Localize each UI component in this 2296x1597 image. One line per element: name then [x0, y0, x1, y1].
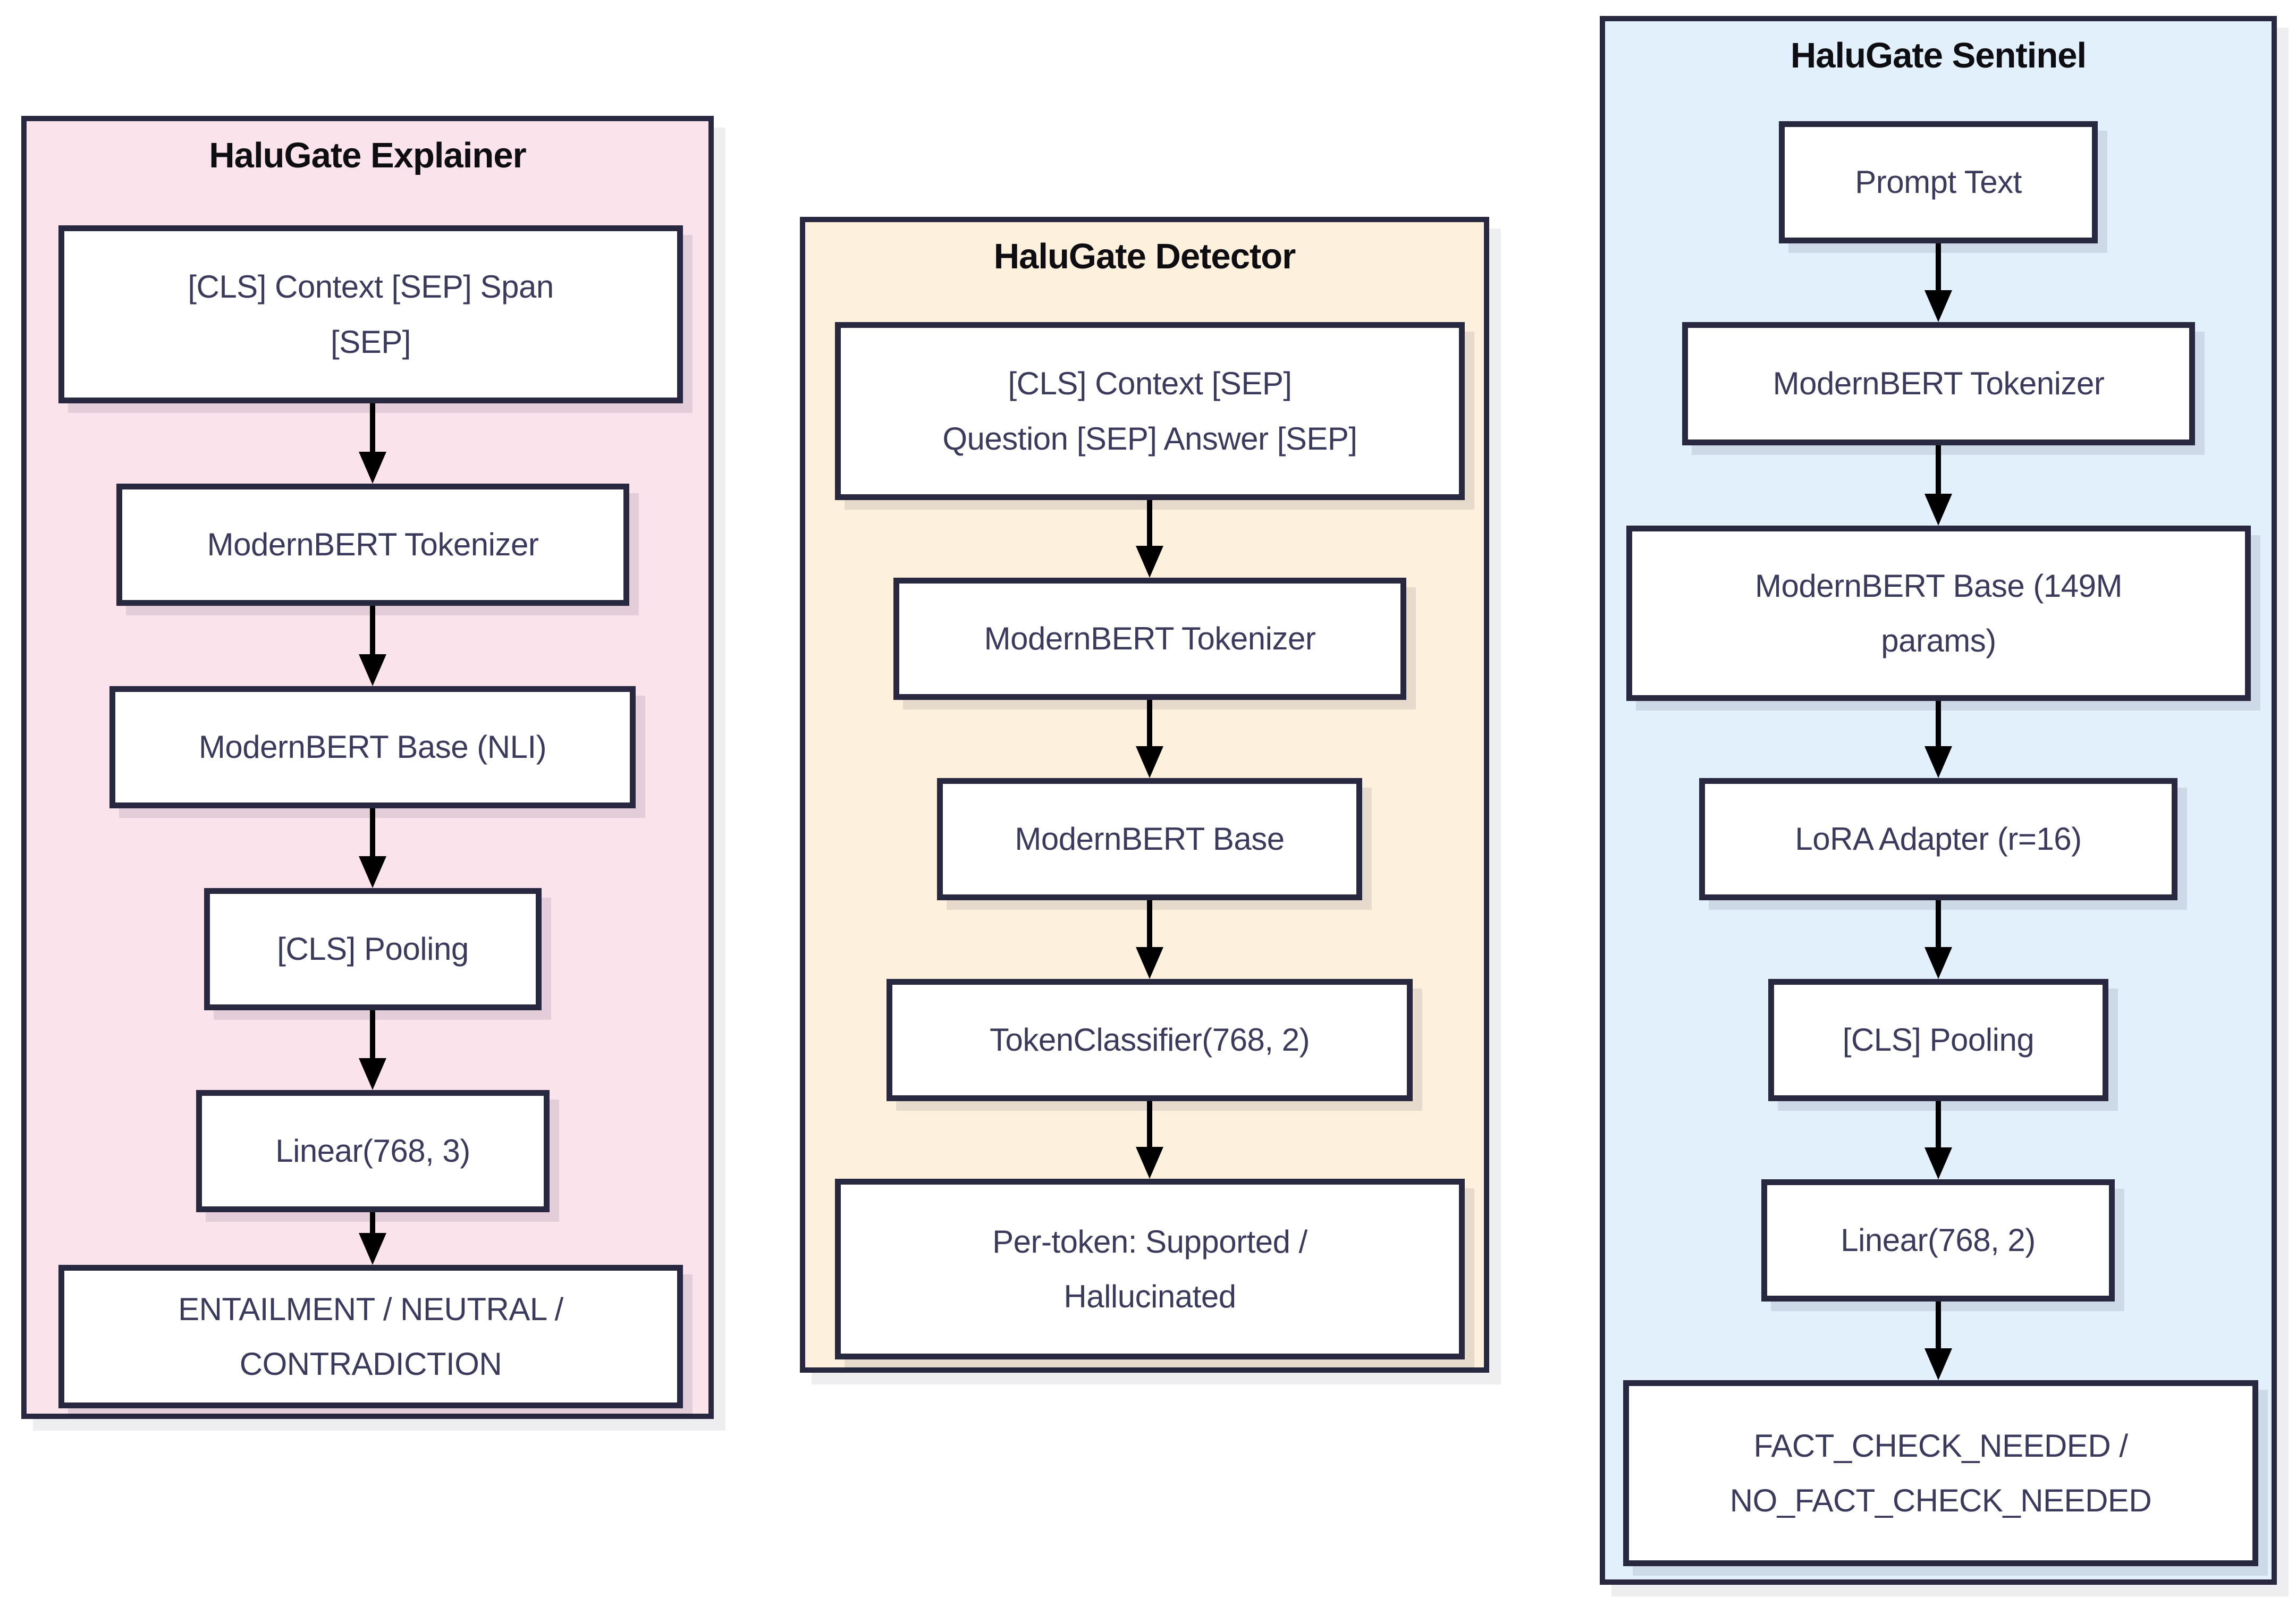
arrow-line [370, 808, 375, 856]
arrow-line [1936, 1101, 1941, 1147]
arrow-line [370, 1212, 375, 1233]
flow-arrow [359, 1212, 386, 1265]
flow-arrow [359, 808, 386, 888]
arrow-down-icon [359, 1233, 386, 1265]
arrow-down-icon [1136, 947, 1163, 979]
node-sentinel-linear: Linear(768, 2) [1761, 1179, 2115, 1302]
flow-arrow [1924, 701, 1952, 778]
flow-arrow [359, 1010, 386, 1090]
node-explainer-input: [CLS] Context [SEP] Span [SEP] [58, 225, 683, 403]
panel-title-detector: HaluGate Detector [993, 236, 1296, 276]
node-detector-input: [CLS] Context [SEP] Question [SEP] Answe… [835, 322, 1465, 500]
arrow-down-icon [359, 1058, 386, 1090]
arrow-down-icon [359, 452, 386, 484]
flow-arrow [359, 606, 386, 686]
arrow-down-icon [1924, 494, 1952, 526]
node-sentinel-tokenizer: ModernBERT Tokenizer [1682, 322, 2195, 445]
node-sentinel-base-149m: ModernBERT Base (149M params) [1626, 526, 2251, 701]
flow-arrow [1924, 1101, 1952, 1179]
arrow-down-icon [1924, 290, 1952, 322]
arrow-line [1147, 700, 1152, 746]
arrow-down-icon [1924, 1147, 1952, 1179]
node-explainer-linear: Linear(768, 3) [196, 1090, 550, 1212]
arrow-line [1936, 701, 1941, 746]
node-sentinel-cls-pooling: [CLS] Pooling [1768, 979, 2108, 1101]
arrow-down-icon [359, 654, 386, 686]
flow-arrow [1136, 500, 1163, 578]
arrow-line [1147, 500, 1152, 546]
flow-arrow [1924, 1302, 1952, 1380]
arrow-down-icon [1136, 546, 1163, 578]
arrow-down-icon [1136, 1147, 1163, 1179]
arrow-line [370, 606, 375, 654]
node-sentinel-output: FACT_CHECK_NEEDED / NO_FACT_CHECK_NEEDED [1623, 1380, 2258, 1566]
arrow-line [1936, 900, 1941, 947]
arrow-line [370, 1010, 375, 1058]
panel-title-sentinel: HaluGate Sentinel [1790, 36, 2087, 75]
node-detector-tokenizer: ModernBERT Tokenizer [893, 578, 1406, 700]
panel-halugate-sentinel: HaluGate Sentinel Prompt Text ModernBERT… [1600, 16, 2277, 1585]
flow-arrow [1136, 900, 1163, 979]
arrow-line [1936, 1302, 1941, 1348]
arrow-line [370, 403, 375, 452]
arrow-line [1936, 243, 1941, 290]
node-detector-base: ModernBERT Base [937, 778, 1362, 900]
arrow-line [1936, 445, 1941, 494]
flow-arrow [1136, 700, 1163, 778]
arrow-line [1147, 900, 1152, 947]
panel-title-explainer: HaluGate Explainer [209, 136, 526, 175]
flow-arrow [359, 403, 386, 484]
arrow-down-icon [1924, 746, 1952, 778]
node-detector-output: Per-token: Supported / Hallucinated [835, 1179, 1465, 1359]
node-sentinel-prompt-text: Prompt Text [1779, 121, 2098, 243]
arrow-down-icon [1924, 947, 1952, 979]
arrow-down-icon [1924, 1348, 1952, 1380]
node-detector-token-classifier: TokenClassifier(768, 2) [887, 979, 1413, 1101]
node-explainer-output: ENTAILMENT / NEUTRAL / CONTRADICTION [58, 1265, 683, 1408]
arrow-down-icon [1136, 746, 1163, 778]
panel-halugate-explainer: HaluGate Explainer [CLS] Context [SEP] S… [21, 116, 714, 1419]
arrow-down-icon [359, 856, 386, 888]
flow-arrow [1924, 900, 1952, 979]
flow-arrow [1136, 1101, 1163, 1179]
flow-arrow [1924, 243, 1952, 322]
node-explainer-cls-pooling: [CLS] Pooling [204, 888, 542, 1010]
arrow-line [1147, 1101, 1152, 1147]
node-explainer-base-nli: ModernBERT Base (NLI) [109, 686, 636, 808]
panel-halugate-detector: HaluGate Detector [CLS] Context [SEP] Qu… [800, 217, 1489, 1373]
node-explainer-tokenizer: ModernBERT Tokenizer [116, 484, 629, 606]
node-sentinel-lora-adapter: LoRA Adapter (r=16) [1699, 778, 2177, 900]
flow-arrow [1924, 445, 1952, 526]
